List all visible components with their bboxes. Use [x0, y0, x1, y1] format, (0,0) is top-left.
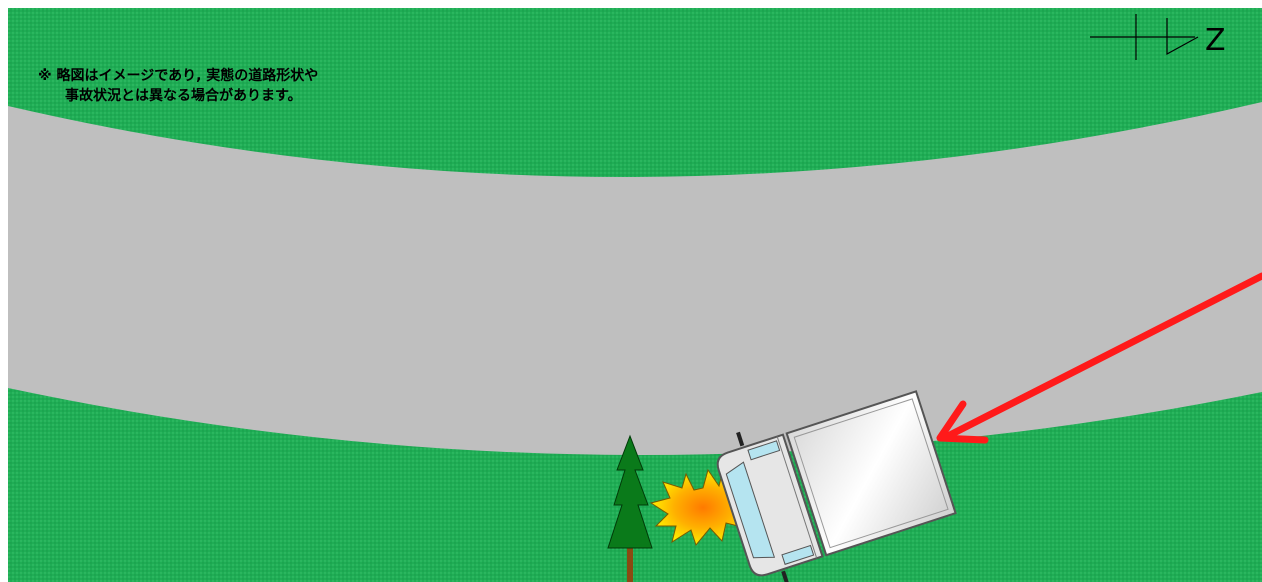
- disclaimer-note: ※ 略図はイメージであり, 実態の道路形状や 事故状況とは異なる場合があります。: [38, 66, 318, 106]
- disclaimer-line-2: 事故状況とは異なる場合があります。: [38, 86, 318, 106]
- compass-label: Z: [1205, 23, 1226, 58]
- disclaimer-line-1: ※ 略図はイメージであり, 実態の道路形状や: [38, 68, 318, 84]
